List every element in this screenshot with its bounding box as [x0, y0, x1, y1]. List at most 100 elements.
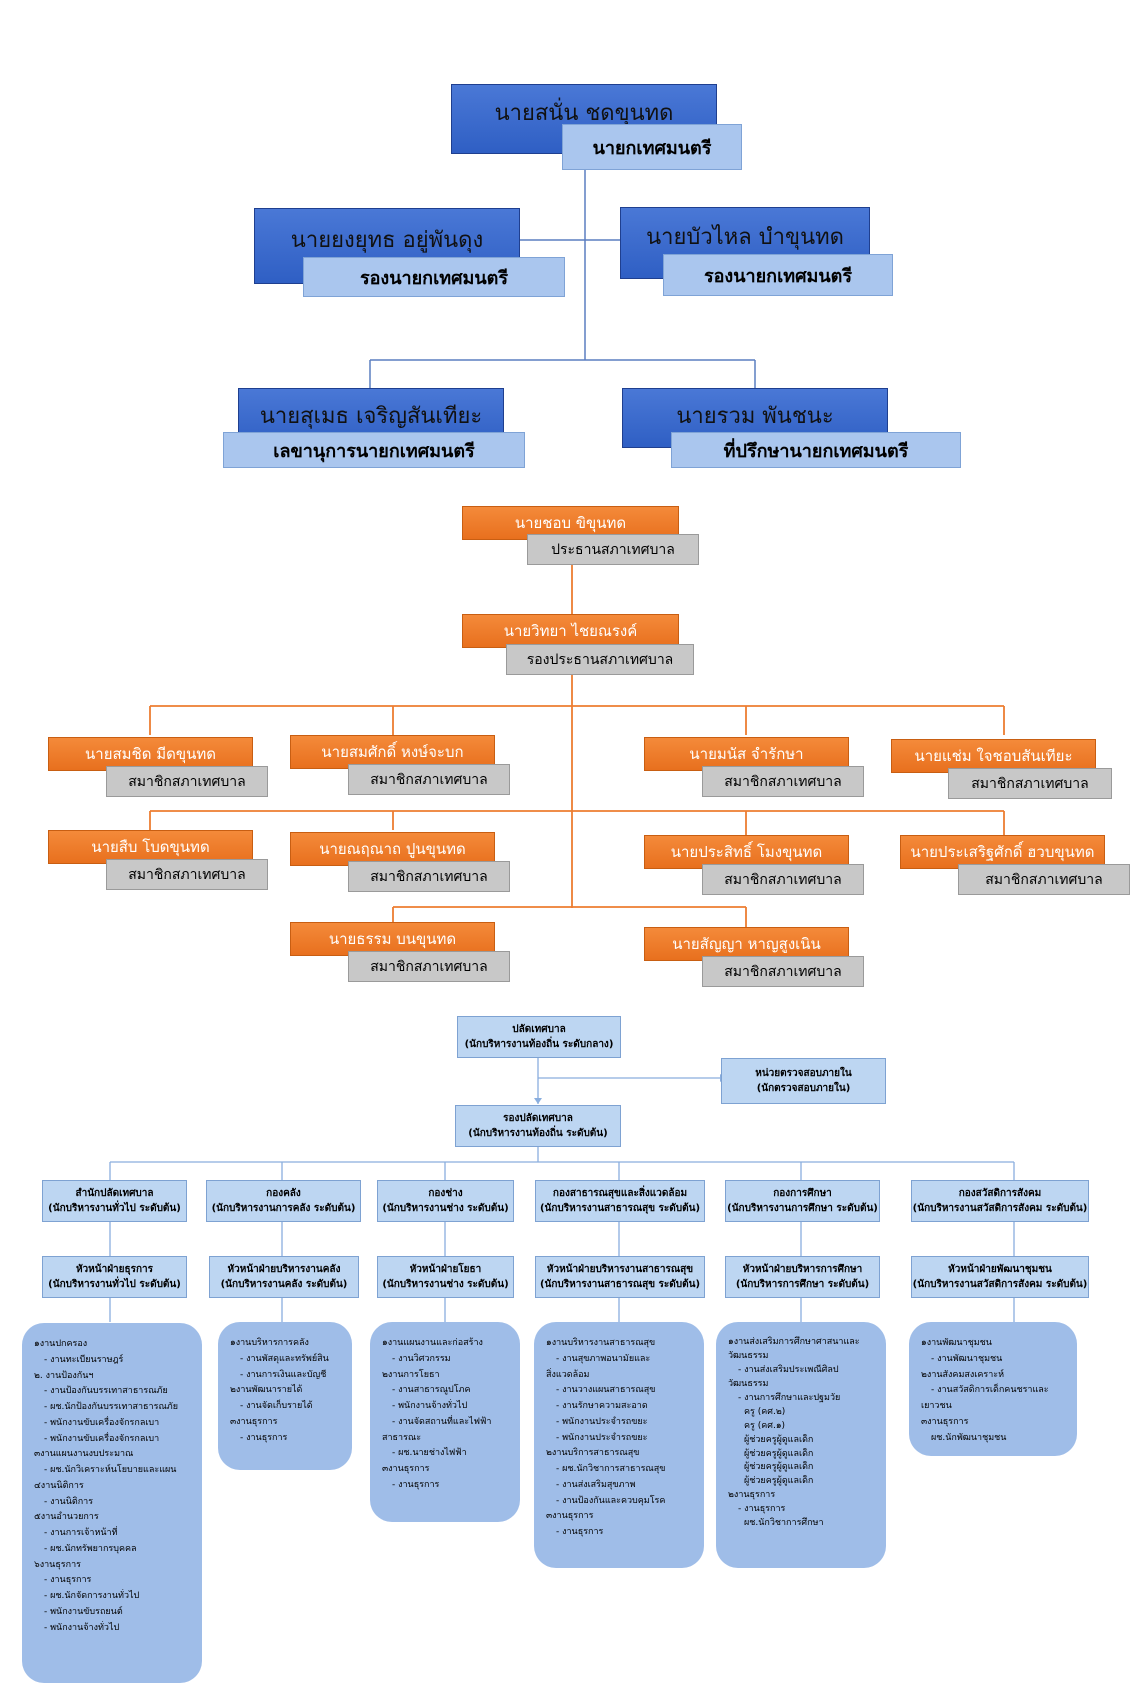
duty-list: ๑งานส่งเสริมการศึกษาศาสนาและ วัฒนธรรม - … [716, 1322, 886, 1568]
council-member-title: สมาชิกสภาเทศบาล [128, 773, 246, 790]
audit-title: หน่วยตรวจสอบภายใน [755, 1068, 852, 1079]
division-box: กองการศึกษา (นักบริหารงานการศึกษา ระดับต… [725, 1180, 880, 1222]
division-title: กองสาธารณสุขและสิ่งแวดล้อม [552, 1188, 688, 1199]
duty-item: - งานป้องกันบรรเทาสาธารณภัย [44, 1386, 168, 1397]
duty-item: - งานจัดสถานที่และไฟฟ้า [392, 1416, 492, 1427]
council-member-box: นายมนัส จำรักษา [644, 737, 849, 771]
duty-item: - พนักงานประจำรถขยะ [556, 1432, 648, 1443]
mayor-title-box: นายกเทศมนตรี [562, 124, 742, 170]
duty-item: - งานการศึกษาและปฐมวัย [738, 1392, 841, 1403]
duty-item: ๑งานส่งเสริมการศึกษาศาสนาและ [728, 1337, 860, 1347]
division-title: กองคลัง [266, 1188, 301, 1199]
duty-item: ครู (คศ.๒) [744, 1406, 786, 1417]
duty-item: - งานพัสดุและทรัพย์สิน [240, 1353, 329, 1364]
duty-item: ผช.นักวิชาการศึกษา [744, 1518, 824, 1529]
division-box: สำนักปลัดเทศบาล (นักบริหารงานทั่วไป ระดั… [42, 1180, 187, 1222]
section-head-title: หัวหน้าฝ่ายพัฒนาชุมชน [948, 1264, 1052, 1275]
council-member-name: นายสืบ โบดขุนทด [91, 838, 210, 856]
council-member-title-box: สมาชิกสภาเทศบาล [348, 764, 510, 795]
duty-item: - พนักงานจ้างทั่วไป [392, 1401, 468, 1411]
duty-item: ๒งานพัฒนารายได้ [230, 1385, 303, 1396]
division-box: กองสวัสดิการสังคม (นักบริหารงานสวัสดิการ… [911, 1180, 1089, 1222]
council-chair-name: นายชอบ ขิขุนทด [514, 514, 627, 532]
duty-item: ผช.นักพัฒนาชุมชน [931, 1432, 1007, 1443]
council-member-title: สมาชิกสภาเทศบาล [370, 771, 488, 788]
duty-item: - พนักงานขับเครื่องจักรกลเบา [44, 1433, 160, 1444]
council-member-title: สมาชิกสภาเทศบาล [724, 773, 842, 790]
division-box: กองช่าง (นักบริหารงานช่าง ระดับต้น) [377, 1180, 514, 1222]
mayor-title: นายกเทศมนตรี [592, 137, 712, 159]
clerk-title: ปลัดเทศบาล [512, 1024, 566, 1035]
duty-item: - พนักงานประจำรถขยะ [556, 1416, 648, 1427]
council-member-name: นายธรรม บนขุนทด [328, 930, 457, 948]
deputy1-title: รองนายกเทศมนตรี [359, 267, 509, 289]
duty-item: - งานธุรการ [556, 1527, 604, 1537]
division-box: กองคลัง (นักบริหารงานการคลัง ระดับต้น) [206, 1180, 361, 1222]
council-vice-name: นายวิทยา ไชยณรงค์ [503, 622, 638, 640]
secretary-title: เลขานุการนายกเทศมนตรี [273, 440, 475, 462]
section-head-box: หัวหน้าฝ่ายธุรการ (นักบริหารงานทั่วไป ระ… [42, 1256, 187, 1298]
section-head-level: (นักบริหารงานสวัสดิการสังคม ระดับต้น) [912, 1279, 1088, 1290]
duty-item: - งานพัฒนาชุมชน [931, 1353, 1003, 1364]
council-member-title-box: สมาชิกสภาเทศบาล [106, 766, 268, 797]
duty-item: - งานธุรการ [44, 1575, 92, 1586]
council-member-name: นายมนัส จำรักษา [689, 745, 804, 763]
clerk-box: ปลัดเทศบาล (นักบริหารงานท้องถิ่น ระดับกล… [457, 1016, 621, 1058]
duty-list: ๑งานแผนงานและก่อสร้าง - งานวิศวกรรม ๒งาน… [370, 1322, 520, 1522]
council-member-title-box: สมาชิกสภาเทศบาล [702, 956, 864, 987]
deputy2-title-box: รองนายกเทศมนตรี [663, 254, 893, 296]
duty-item: ๓งานธุรการ [382, 1464, 430, 1474]
duty-list: ๑งานบริหารงานสาธารณสุข - งานสุขภาพอนามัย… [534, 1322, 704, 1568]
deputy2-title: รองนายกเทศมนตรี [703, 265, 853, 287]
council-member-title: สมาชิกสภาเทศบาล [724, 871, 842, 888]
section-head-box: หัวหน้าฝ่ายพัฒนาชุมชน (นักบริหารงานสวัสด… [911, 1256, 1089, 1298]
duty-item: ๑งานบริหารงานสาธารณสุข [546, 1338, 656, 1348]
duty-list: ๑งานบริหารการคลัง - งานพัสดุและทรัพย์สิน… [218, 1322, 352, 1470]
council-member-name: นายสัญญา หาญสูงเนิน [672, 935, 821, 953]
deputy-clerk-box: รองปลัดเทศบาล (นักบริหารงานท้องถิ่น ระดั… [455, 1105, 621, 1147]
duty-item: - ผช.นักวิชาการสาธารณสุข [556, 1464, 666, 1474]
section-head-box: หัวหน้าฝ่ายโยธา (นักบริหารงานช่าง ระดับต… [377, 1256, 514, 1298]
council-member-title: สมาชิกสภาเทศบาล [971, 775, 1089, 792]
duty-item: ครู (คศ.๑) [744, 1420, 786, 1431]
division-title: กองช่าง [428, 1188, 463, 1199]
advisor-title-box: ที่ปรึกษานายกเทศมนตรี [671, 432, 961, 468]
duty-item: - พนักงานขับเครื่องจักรกลเบา [44, 1417, 160, 1428]
duty-item: - ผช.นักจัดการงานทั่วไป [44, 1591, 140, 1601]
duty-item: ๑งานบริหารการคลัง [230, 1338, 309, 1348]
duty-item: ๕งานอำนวยการ [34, 1512, 99, 1523]
division-box: กองสาธารณสุขและสิ่งแวดล้อม (นักบริหารงาน… [535, 1180, 705, 1222]
duty-item: ๖งานธุรการ [34, 1559, 81, 1570]
duty-item: - งานธุรการ [240, 1432, 288, 1443]
council-member-title-box: สมาชิกสภาเทศบาล [348, 861, 510, 892]
duty-item: ๑งานปกครอง [34, 1339, 88, 1349]
section-head-title: หัวหน้าฝ่ายบริหารงานสาธารณสุข [546, 1264, 694, 1275]
council-member-name: นายสมศักดิ์ หงษ์จะบก [321, 743, 464, 761]
duty-item: ผู้ช่วยครูผู้ดูแลเด็ก [744, 1434, 814, 1445]
deputy1-name: นายยงยุทธ อยู่พันดุง [290, 227, 484, 253]
council-member-title-box: สมาชิกสภาเทศบาล [702, 864, 864, 895]
duty-item: ผู้ช่วยครูผู้ดูแลเด็ก [744, 1462, 814, 1473]
duty-item: - งานส่งเสริมประเพณีศิลป [738, 1364, 839, 1375]
duty-item: - งานจัดเก็บรายได้ [240, 1401, 313, 1411]
duty-item: - งานธุรการ [738, 1504, 786, 1515]
council-member-title-box: สมาชิกสภาเทศบาล [348, 951, 510, 982]
duty-item: - งานสุขภาพอนามัยและ [556, 1353, 651, 1364]
duty-item: วัฒนธรรม [728, 1378, 769, 1389]
duty-item: ๔งานนิติการ [34, 1480, 84, 1491]
deputy-clerk-title: รองปลัดเทศบาล [503, 1113, 573, 1124]
duty-item: - งานส่งเสริมสุขภาพ [556, 1479, 636, 1490]
division-title: กองสวัสดิการสังคม [958, 1188, 1042, 1199]
deputy2-name: นายบัวไหล บำขุนทด [646, 224, 844, 250]
audit-level: (นักตรวจสอบภายใน) [756, 1083, 851, 1094]
section-head-box: หัวหน้าฝ่ายบริหารงานคลัง (นักบริหารงานคล… [209, 1256, 359, 1298]
duty-item: ๓งานธุรการ [230, 1416, 278, 1427]
duty-item: - งานการเงินและบัญชี [240, 1369, 327, 1380]
council-vice-name-box: นายวิทยา ไชยณรงค์ [462, 614, 679, 648]
duty-item: ๓งานธุรการ [546, 1511, 594, 1522]
duty-item: ๒งานธุรการ [728, 1490, 776, 1501]
duty-item: - งานการเจ้าหน้าที่ [44, 1528, 118, 1538]
council-member-title-box: สมาชิกสภาเทศบาล [948, 768, 1112, 799]
section-head-box: หัวหน้าฝ่ายบริหารการศึกษา (นักบริหารการศ… [725, 1256, 880, 1298]
duty-item: - พนักงานจ้างทั่วไป [44, 1622, 120, 1633]
